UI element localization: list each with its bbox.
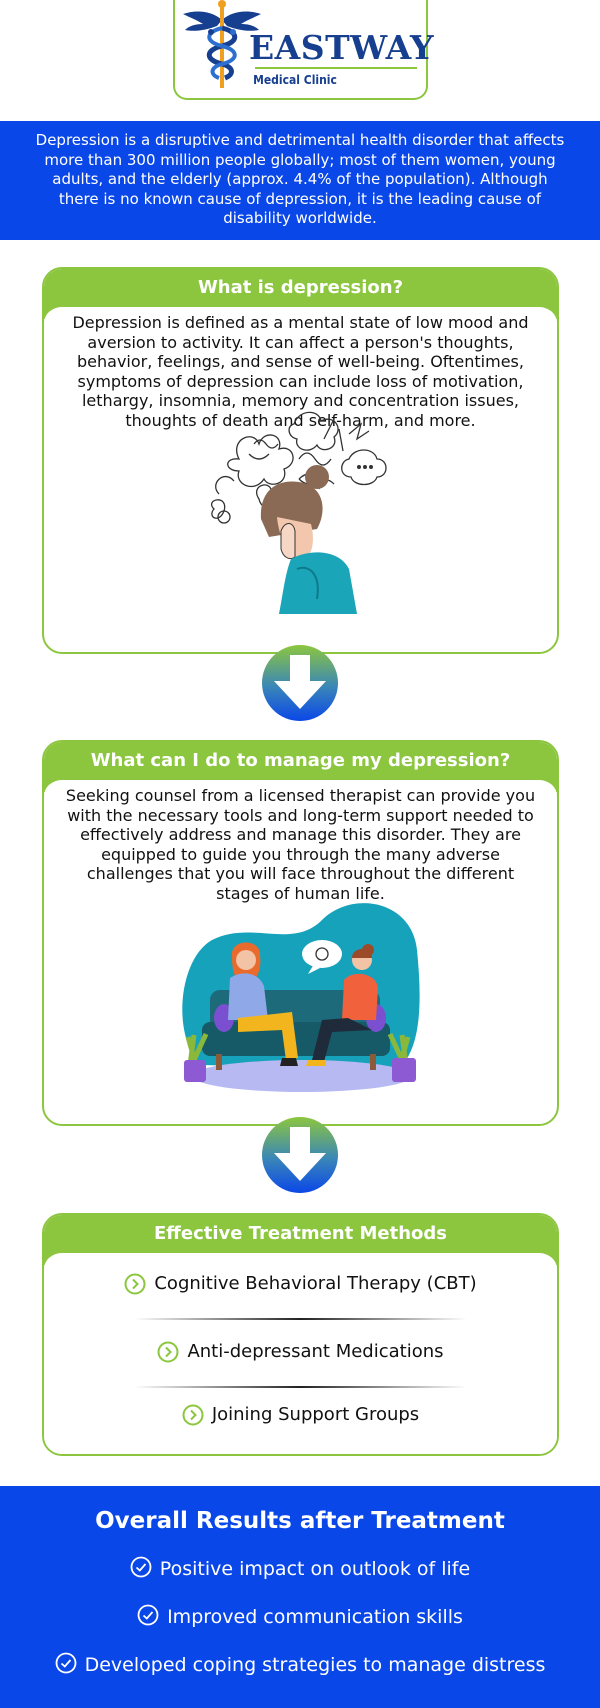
- results-heading: Overall Results after Treatment: [95, 1508, 505, 1534]
- card-text: Depression is defined as a mental state …: [72, 313, 529, 430]
- treatment-label: Cognitive Behavioral Therapy (CBT): [154, 1273, 477, 1294]
- chevron-right-icon: [157, 1341, 179, 1363]
- clinic-subtitle: Medical Clinic: [253, 73, 337, 87]
- card-text: Seeking counsel from a licensed therapis…: [65, 786, 536, 903]
- logo-divider: [255, 67, 417, 69]
- manage-depression-card: What can I do to manage my depression? S…: [42, 740, 559, 1126]
- result-item: Developed coping strategies to manage di…: [0, 1652, 600, 1676]
- check-circle-icon: [137, 1604, 159, 1626]
- list-item: Anti-depressant Medications: [44, 1341, 557, 1363]
- treatment-list: Cognitive Behavioral Therapy (CBT) Anti-…: [44, 1215, 557, 1454]
- divider: [134, 1318, 467, 1320]
- card-body: Depression is defined as a mental state …: [44, 305, 557, 430]
- list-item: Cognitive Behavioral Therapy (CBT): [44, 1273, 557, 1295]
- caduceus-icon: [183, 0, 261, 88]
- stressed-woman-icon: [211, 411, 387, 614]
- result-item: Improved communication skills: [0, 1604, 600, 1628]
- result-item: Positive impact on outlook of life: [0, 1556, 600, 1580]
- results-banner: Overall Results after Treatment Positive…: [0, 1486, 600, 1708]
- card-body: Seeking counsel from a licensed therapis…: [44, 778, 557, 903]
- intro-text: Depression is a disruptive and detriment…: [35, 131, 565, 227]
- check-circle-icon: [55, 1652, 77, 1674]
- treatment-label: Anti-depressant Medications: [187, 1341, 444, 1362]
- treatment-label: Joining Support Groups: [211, 1404, 420, 1425]
- down-arrow-icon: [262, 645, 338, 721]
- divider: [134, 1386, 467, 1388]
- result-label: Positive impact on outlook of life: [159, 1558, 471, 1580]
- chevron-right-icon: [124, 1273, 146, 1295]
- result-label: Developed coping strategies to manage di…: [84, 1654, 546, 1676]
- clinic-name: EASTWAY: [249, 28, 435, 67]
- clinic-logo: EASTWAY Medical Clinic: [173, 0, 434, 100]
- down-arrow-icon: [262, 1117, 338, 1193]
- therapy-session-icon: [182, 903, 420, 1092]
- list-item: Joining Support Groups: [44, 1404, 557, 1426]
- check-circle-icon: [130, 1556, 152, 1578]
- intro-banner: Depression is a disruptive and detriment…: [0, 121, 600, 240]
- what-is-depression-card: What is depression? Depression is define…: [42, 267, 559, 654]
- chevron-right-icon: [182, 1404, 204, 1426]
- card-body: [44, 1251, 557, 1454]
- result-label: Improved communication skills: [167, 1606, 463, 1628]
- treatment-methods-card: Effective Treatment Methods Cognitive Be…: [42, 1213, 559, 1456]
